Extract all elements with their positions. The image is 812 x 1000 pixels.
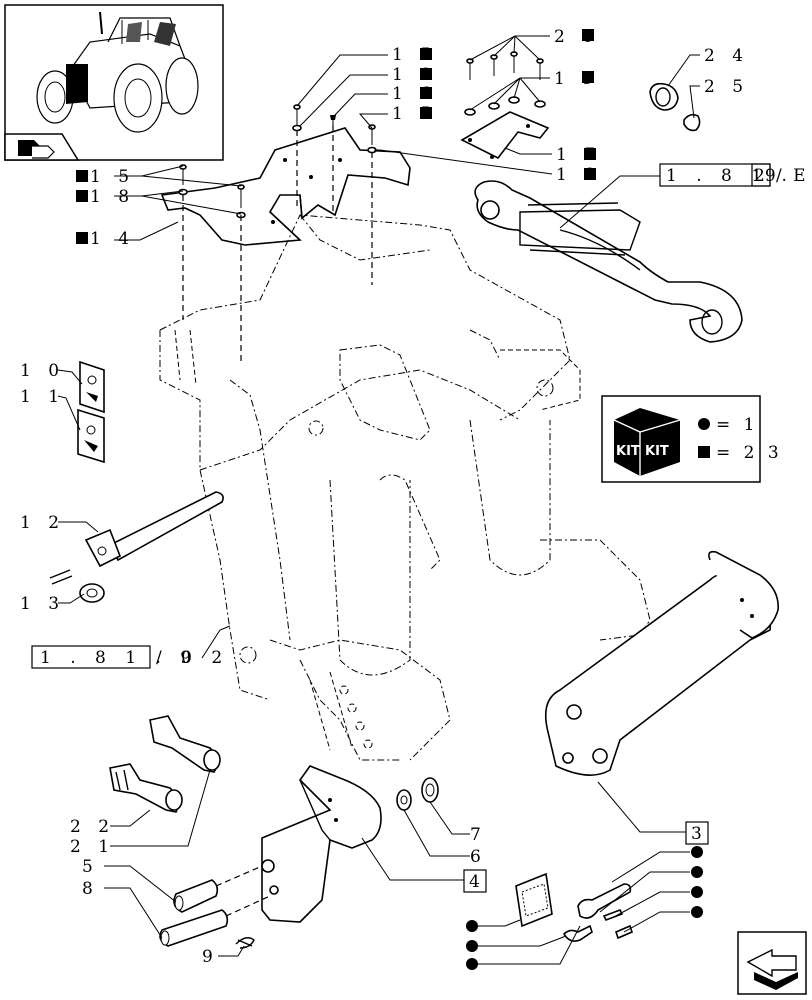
callout-9: 9 (202, 947, 219, 967)
callout-8b: 8 (82, 879, 99, 899)
square-symbol (698, 446, 710, 458)
callout-21: 2 1 (70, 837, 115, 857)
pin-12 (84, 491, 224, 568)
kit-legend: KIT KIT = 1 = 2 3 (601, 395, 783, 483)
lower-link (544, 550, 779, 776)
reference-text-top-sub: 29 (754, 166, 776, 186)
spring-13 (49, 569, 105, 603)
reference-link-top[interactable]: 1 . 8 1 . 29 / E (659, 163, 809, 187)
decal-11 (77, 408, 105, 464)
reference-box-3[interactable]: 3 (685, 821, 709, 845)
coupling-22 (109, 763, 183, 813)
reference-link-left[interactable]: 1 . 8 1 . 9 / 0 2 (31, 645, 229, 669)
pin-5 (173, 865, 263, 913)
callout-8: 1 8 (90, 187, 135, 207)
dot-symbol (698, 418, 710, 430)
washer-6 (396, 789, 412, 811)
coupling-21 (149, 715, 221, 773)
callout-24: 2 4 (704, 46, 749, 66)
cap-24 (649, 82, 679, 111)
kit-dot-markers (466, 846, 703, 970)
kit-label-left: KIT (616, 444, 640, 459)
reference-box-4[interactable]: 4 (463, 869, 487, 893)
tractor-thumbnail[interactable] (4, 4, 224, 161)
clip-9 (235, 937, 255, 949)
reference-text-left: 1 . 8 1 . 9 (40, 648, 198, 668)
callouts-top: 1 5 1 8 1 6 1 5 2 0 1 9 2 4 2 5 1 7 1 8 (392, 27, 749, 185)
square-legend-value: = 2 3 (716, 443, 783, 463)
top-plate (160, 127, 411, 246)
reference-text-top: 1 . 8 1 . (666, 166, 794, 186)
reference-text-3: 3 (691, 824, 702, 844)
washer-7 (421, 777, 439, 803)
reference-text-top-suffix: / E (776, 166, 809, 186)
callout-12: 1 2 (20, 513, 65, 533)
callout-22: 2 2 (70, 817, 115, 837)
front-hitch-frame (159, 125, 651, 761)
callout-11: 1 1 (20, 387, 65, 407)
kit-label-right: KIT (645, 444, 669, 459)
pin-8 (159, 895, 271, 947)
top-link (474, 180, 743, 343)
callouts-left: 1 5 1 8 1 4 1 0 1 1 1 2 1 3 (20, 167, 135, 614)
lever-handle (577, 883, 632, 919)
callout-13: 1 3 (20, 594, 65, 614)
reference-text-4: 4 (469, 872, 480, 892)
small-bracket (460, 51, 550, 160)
cap-25 (683, 113, 701, 132)
arrow-book-icon[interactable] (18, 140, 55, 159)
reference-text-left-suffix: / 0 2 (156, 648, 229, 668)
kit-box-icon: KIT KIT (613, 408, 681, 476)
callouts-bottom-left: 2 2 2 1 5 8 9 7 6 (70, 817, 487, 967)
callout-5b: 5 (82, 857, 99, 877)
chain-plate (515, 872, 553, 928)
callout-7: 7 (470, 825, 487, 845)
lever-small (562, 924, 593, 942)
callout-5: 1 5 (90, 167, 135, 187)
lower-link-left (261, 765, 382, 923)
callout-10: 1 0 (20, 361, 65, 381)
decal-10 (79, 360, 105, 414)
leader-lines (57, 35, 700, 965)
callout-14: 1 4 (90, 229, 135, 249)
next-page-arrow-icon[interactable] (737, 931, 807, 995)
callout-25: 2 5 (704, 77, 749, 97)
callout-6: 6 (470, 847, 487, 867)
dot-legend-value: = 1 (716, 415, 758, 435)
